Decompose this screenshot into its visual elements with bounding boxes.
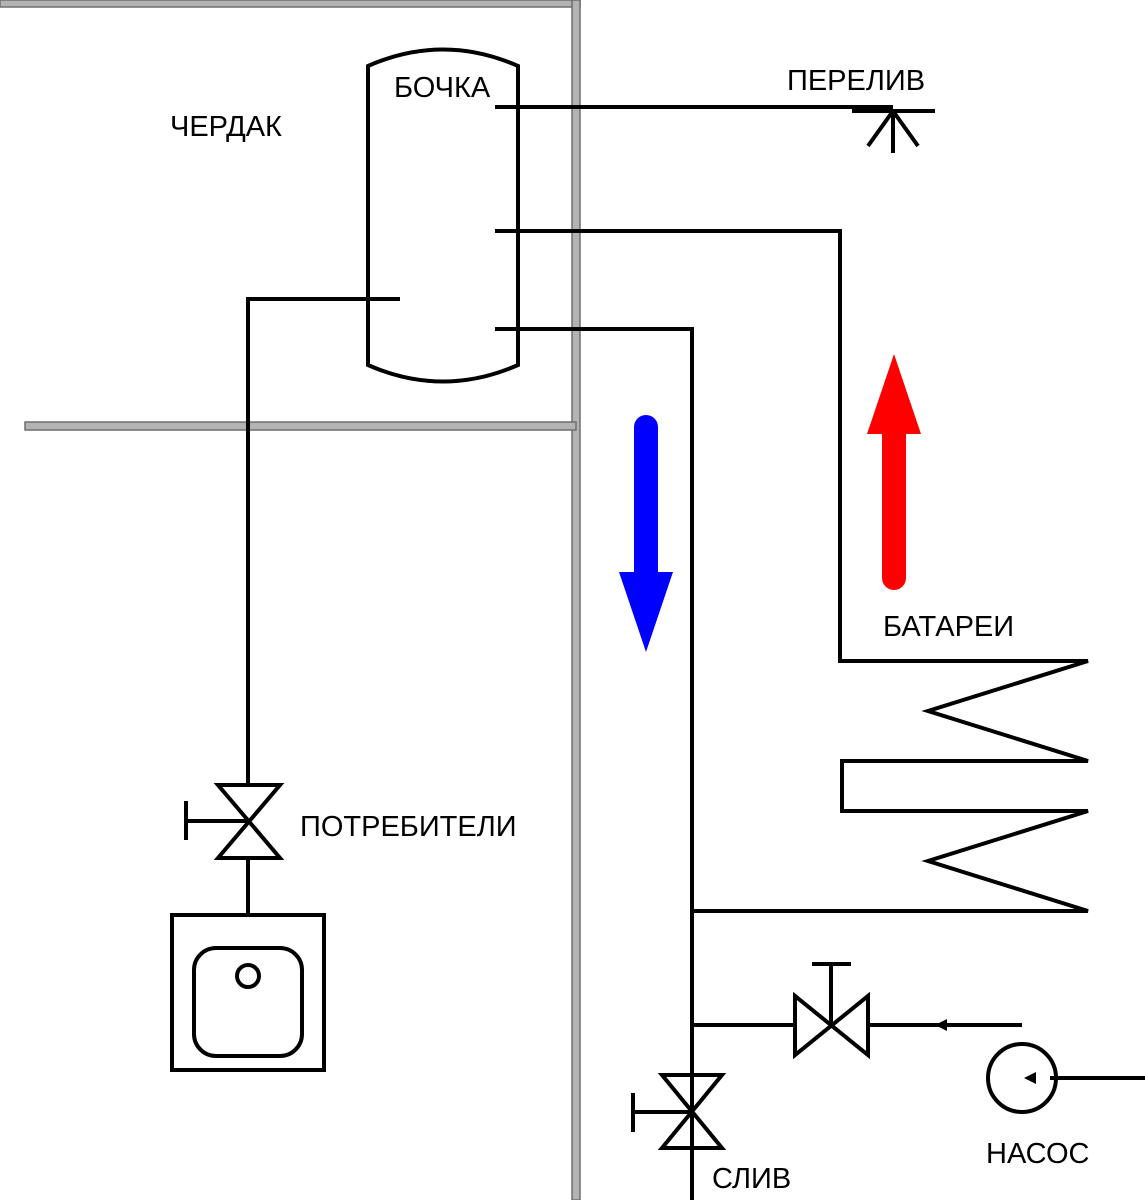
sink-icon bbox=[170, 913, 326, 1072]
building-structure bbox=[0, 0, 581, 1200]
supply-arrow-head bbox=[867, 354, 921, 434]
overflow-line: ПЕРЕЛИВ bbox=[495, 65, 935, 153]
drain-valve: СЛИВ bbox=[631, 1073, 791, 1195]
consumers-label: ПОТРЕБИТЕЛИ bbox=[300, 811, 517, 843]
radiators-label: БАТАРЕИ bbox=[883, 611, 1014, 643]
pump-branch: НАСОС bbox=[692, 962, 1145, 1170]
sink-drain bbox=[235, 963, 261, 989]
overflow-vent-left bbox=[866, 109, 895, 148]
tank-label: БОЧКА bbox=[394, 72, 491, 104]
tank-body bbox=[366, 47, 520, 384]
vertical-wall bbox=[571, 0, 581, 1200]
attic-floor bbox=[24, 421, 577, 431]
overflow-vent-right bbox=[891, 109, 920, 148]
drain-valve-icon bbox=[657, 1073, 727, 1150]
tank: БОЧКА bbox=[366, 47, 520, 384]
pump-valve-icon bbox=[793, 991, 870, 1060]
drain-label: СЛИВ bbox=[712, 1163, 791, 1195]
pump-icon bbox=[986, 1042, 1058, 1114]
consumer-pipe bbox=[246, 297, 400, 785]
return-flow-arrow bbox=[619, 415, 673, 652]
attic-label: ЧЕРДАК bbox=[170, 111, 282, 143]
sink-basin bbox=[192, 946, 304, 1058]
sink-outer bbox=[170, 913, 326, 1072]
pump-outlet-arrow-icon bbox=[935, 1019, 947, 1031]
supply-pipe bbox=[495, 229, 1089, 913]
pump-label: НАСОС bbox=[986, 1138, 1089, 1170]
roof-wall bbox=[0, 0, 581, 8]
return-arrow-head bbox=[619, 572, 673, 652]
consumer-line: ПОТРЕБИТЕЛИ bbox=[184, 297, 517, 915]
consumer-valve-icon bbox=[213, 783, 285, 860]
supply-flow-arrow bbox=[867, 354, 921, 590]
return-pipe bbox=[495, 327, 694, 1200]
overflow-label: ПЕРЕЛИВ bbox=[787, 65, 925, 97]
pump-inlet-arrow-icon bbox=[1024, 1072, 1036, 1084]
